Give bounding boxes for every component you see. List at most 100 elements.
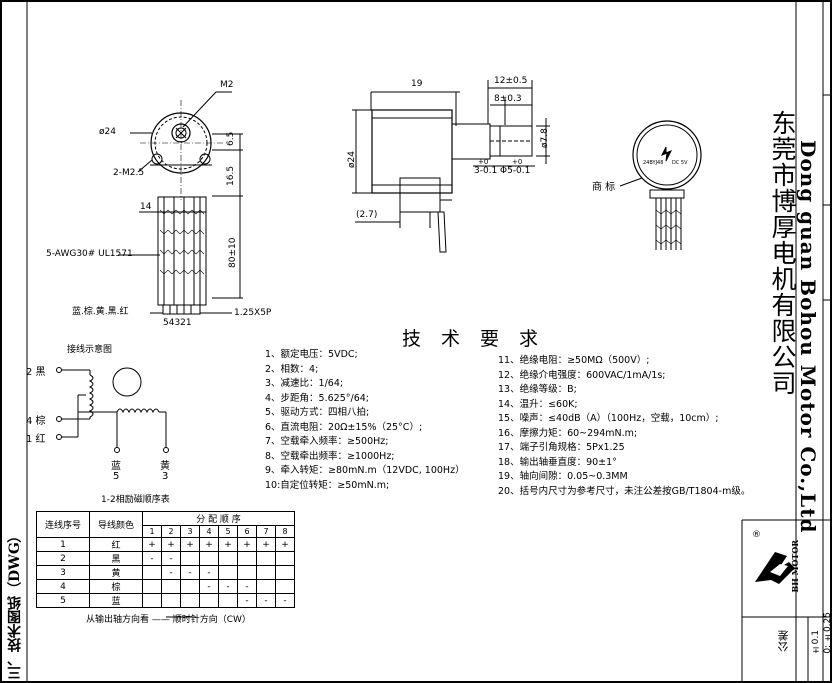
table-step: 7 <box>256 525 276 538</box>
row-cell: - <box>161 565 181 580</box>
tolerance-value-2: 0: ±0.25 <box>823 612 832 654</box>
row-cell <box>180 579 200 594</box>
row-color: 黑 <box>89 551 143 566</box>
spec-line: 3、减速比：1/64; <box>265 378 344 389</box>
label-8: 8±0.3 <box>494 94 522 104</box>
row-cell: - <box>218 579 238 594</box>
row-cell: + <box>275 537 295 552</box>
row-cell: + <box>180 537 200 552</box>
row-cell <box>142 593 162 608</box>
nameplate-view <box>619 120 702 250</box>
spec-line: 14、温升：≤60K; <box>498 398 578 410</box>
spec-line: 18、输出轴垂直度：90±1° <box>498 456 617 468</box>
section-title: 三、技术图纸（DWG） <box>7 528 23 680</box>
table-step: 5 <box>218 525 238 538</box>
table-row: 2 黑 - - <box>36 551 295 566</box>
logo-text: BH MOTOR <box>790 540 800 593</box>
table-step: 4 <box>199 525 219 538</box>
row-cell <box>180 551 200 566</box>
label-phi5-tolerance-plus: +0 <box>512 158 523 166</box>
row-cell: + <box>237 537 257 552</box>
tolerance-value-1: ±0.1 <box>811 630 821 655</box>
row-color: 黄 <box>89 565 143 580</box>
tech-requirements-title: 技术要求 <box>402 328 559 350</box>
pin-numbers: 54321 <box>163 318 192 328</box>
spec-line: 20、括号内尺寸为参考尺寸，未注公差按GB/T1804-m级。 <box>498 485 751 497</box>
company-name-cn: 东莞市博厚电机有限公司 <box>768 110 797 396</box>
row-cell <box>275 579 295 594</box>
row-color: 蓝 <box>89 593 143 608</box>
registered-mark-icon: ® <box>752 530 761 540</box>
tech-requirements-right: 11、绝缘电阻：≥50MΩ（500V）; 12、绝缘介电强度：600VAC/1m… <box>498 354 750 499</box>
label-16-5: 16.5 <box>226 165 236 186</box>
spec-line: 2、相数：4; <box>265 363 319 375</box>
row-cell <box>218 593 238 608</box>
table-row: 4 棕 - - - <box>36 579 295 594</box>
row-cell <box>218 551 238 566</box>
front-view <box>118 91 243 315</box>
spec-line: 1、额定电压：5VDC; <box>265 349 358 360</box>
table-row: 5 蓝 - - - <box>36 593 295 608</box>
row-cell: - <box>161 551 181 566</box>
table-step: 8 <box>275 525 295 538</box>
direction-note: 从输出轴方向看 —— 顺时针方向（CW） <box>86 615 251 625</box>
wire-label-red: 1 红 <box>26 434 46 445</box>
row-cell: - <box>275 593 295 608</box>
wire-colors-label: 蓝.棕.黄.黑.红 <box>72 307 129 317</box>
row-cell <box>256 565 276 580</box>
nameplate-voltage: DC 5V <box>672 160 688 166</box>
row-cell: - <box>199 579 219 594</box>
spec-line: 8、空载牵出频率：≥1000Hz; <box>265 450 395 462</box>
sequence-title: 1-2相励磁顺序表 <box>101 495 170 505</box>
label-m2: M2 <box>220 80 234 90</box>
spec-line: 12、绝缘介电强度：600VAC/1mA/1s; <box>498 369 666 381</box>
spec-line: 4、步距角：5.625°/64; <box>265 392 369 404</box>
spec-line: 7、空载牵入频率：≥500Hz; <box>265 436 389 447</box>
spec-line: 11、绝缘电阻：≥50MΩ（500V）; <box>498 355 650 366</box>
wire-label-yellow-num: 3 <box>162 471 169 482</box>
wiring-schematic <box>56 367 169 453</box>
label-19: 19 <box>411 79 423 89</box>
tolerance-label: 公差 <box>777 630 790 652</box>
table-header-wire-color: 导线颜色 <box>89 511 143 538</box>
spec-line: 15、噪声：≤40dB（A）（100Hz，空载，10cm）; <box>498 413 719 424</box>
label-2-7: (2.7) <box>356 210 378 220</box>
row-cell: - <box>237 579 257 594</box>
label-3-tolerance-plus: +0 <box>478 158 489 166</box>
spec-line: 6、直流电阻：20Ω±15%（25°C）; <box>265 421 423 433</box>
row-cell <box>237 551 257 566</box>
table-row: 1 红 + + + + + + + + <box>36 537 295 552</box>
wire-label-blue-name: 蓝 <box>111 461 121 472</box>
row-cell: + <box>142 537 162 552</box>
row-cell <box>256 579 276 594</box>
tech-requirements-left: 1、额定电压：5VDC; 2、相数：4; 3、减速比：1/64; 4、步距角：5… <box>265 348 465 493</box>
row-cell <box>275 551 295 566</box>
row-number: 1 <box>36 537 90 552</box>
row-cell <box>218 565 238 580</box>
row-cell: - <box>142 551 162 566</box>
row-cell <box>180 593 200 608</box>
side-view <box>352 80 550 253</box>
row-number: 5 <box>36 593 90 608</box>
spec-line: 16、摩擦力矩：60~294mN.m; <box>498 427 638 439</box>
row-cell: - <box>199 565 219 580</box>
label-6-5: 6.5 <box>226 131 236 146</box>
row-cell <box>256 551 276 566</box>
table-step: 2 <box>161 525 181 538</box>
wire-label-blue-num: 5 <box>113 471 120 482</box>
wire-label-brown: 4 棕 <box>26 416 46 427</box>
spec-line: 5、驱动方式：四相八拍; <box>265 407 370 418</box>
brand-logo-mark <box>755 552 795 584</box>
row-cell: + <box>199 537 219 552</box>
trademark-callout: 商 标 <box>592 182 616 193</box>
row-cell: - <box>180 565 200 580</box>
label-dia-7-8: ø7.8 <box>540 128 550 148</box>
cable-spec-label: 5-AWG30# UL1571 <box>46 249 133 259</box>
wiring-diagram-title: 接线示意图 <box>67 345 113 355</box>
nameplate-model: 24BYJ48 <box>643 160 664 166</box>
row-cell <box>199 593 219 608</box>
spec-line: 13、绝缘等级：B; <box>498 384 577 395</box>
row-cell <box>142 565 162 580</box>
label-12: 12±0.5 <box>494 76 528 86</box>
